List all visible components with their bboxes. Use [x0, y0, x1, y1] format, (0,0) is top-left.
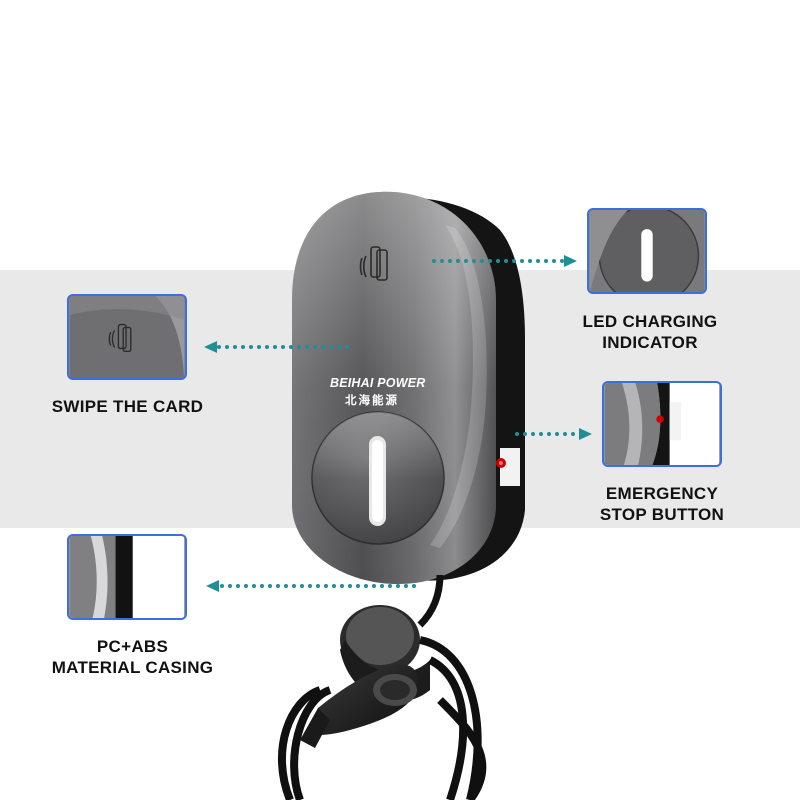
casing-thumbnail [67, 534, 187, 620]
emergency-stop-label: EMERGENCY STOP BUTTON [599, 484, 725, 524]
rfid-card-icon [359, 246, 388, 281]
swipe-card-label: SWIPE THE CARD [51, 397, 204, 416]
led-indicator-label: LED CHARGING INDICATOR [582, 312, 718, 352]
rfid-card-icon [108, 323, 132, 352]
swipe-card-thumbnail [67, 294, 187, 380]
emergency-stop-thumbnail [602, 381, 722, 467]
callout-arrows [204, 255, 592, 592]
brand-name: BEIHAI POWER [330, 376, 426, 390]
led-indicator-thumbnail [587, 208, 707, 294]
casing-label: PC+ABS MATERIAL CASING [51, 637, 214, 677]
brand-subtitle: 北海能源 [345, 395, 399, 407]
